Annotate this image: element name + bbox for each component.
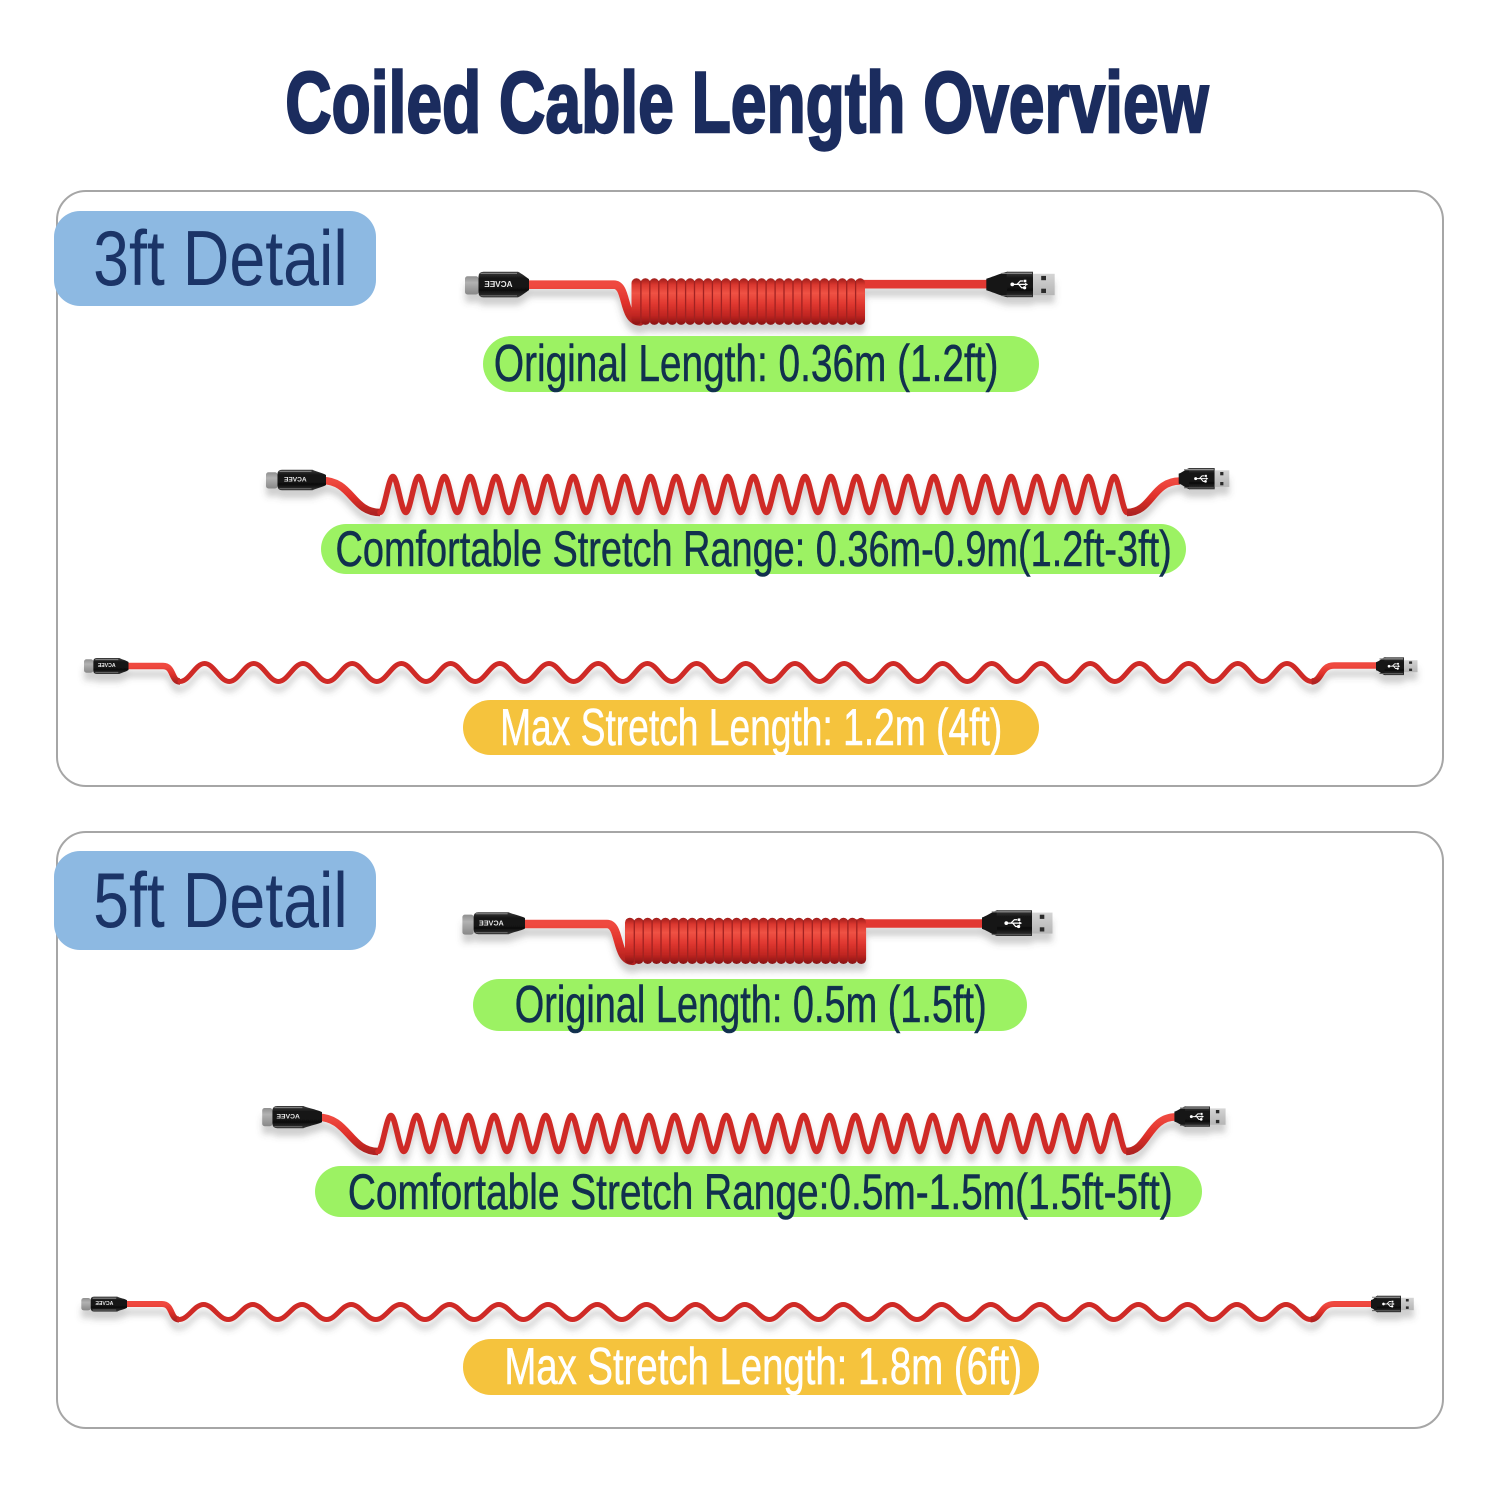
svg-text:ACVEE: ACVEE — [95, 1301, 113, 1307]
svg-text:ACVEE: ACVEE — [283, 477, 306, 484]
svg-text:ACVEE: ACVEE — [479, 919, 504, 928]
svg-text:ACVEE: ACVEE — [484, 280, 513, 289]
svg-text:ACVEE: ACVEE — [276, 1114, 300, 1121]
svg-text:ACVEE: ACVEE — [97, 663, 115, 669]
